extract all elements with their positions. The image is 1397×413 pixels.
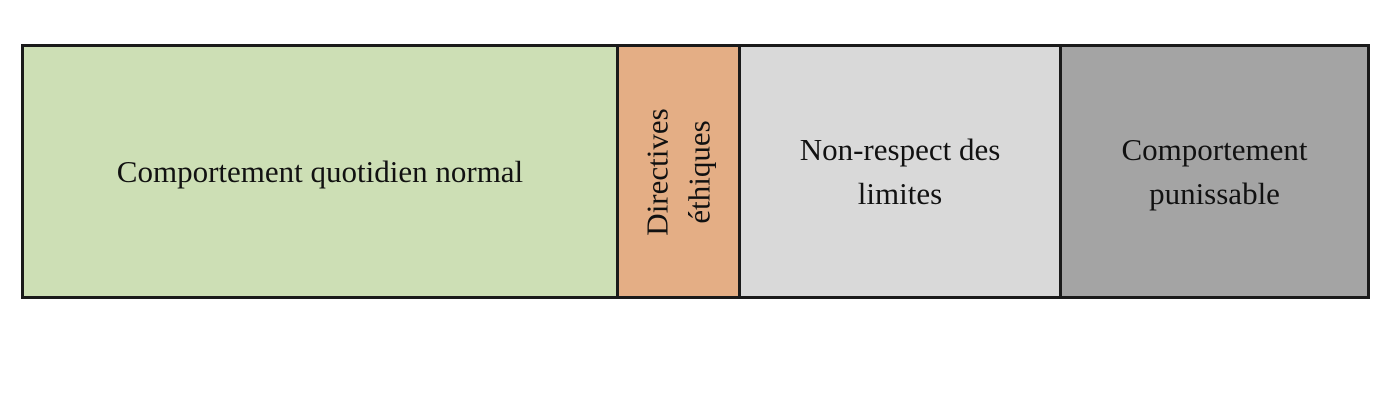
segment-punishable-behavior-label: Comportement punissable xyxy=(1121,131,1308,211)
segment-punishable-behavior: Comportement punissable xyxy=(1059,47,1367,296)
segment-boundary-violation: Non-respect des limites xyxy=(738,47,1059,296)
behavior-spectrum-bar: Comportement quotidien normal Directives… xyxy=(21,44,1370,299)
segment-boundary-violation-label: Non-respect des limites xyxy=(799,131,1001,211)
segment-ethical-guidelines: Directives éthiques xyxy=(616,47,738,296)
segment-normal-behavior-label: Comportement quotidien normal xyxy=(116,153,524,189)
segment-normal-behavior: Comportement quotidien normal xyxy=(24,47,616,296)
segment-ethical-guidelines-label: Directives éthiques xyxy=(639,107,717,236)
